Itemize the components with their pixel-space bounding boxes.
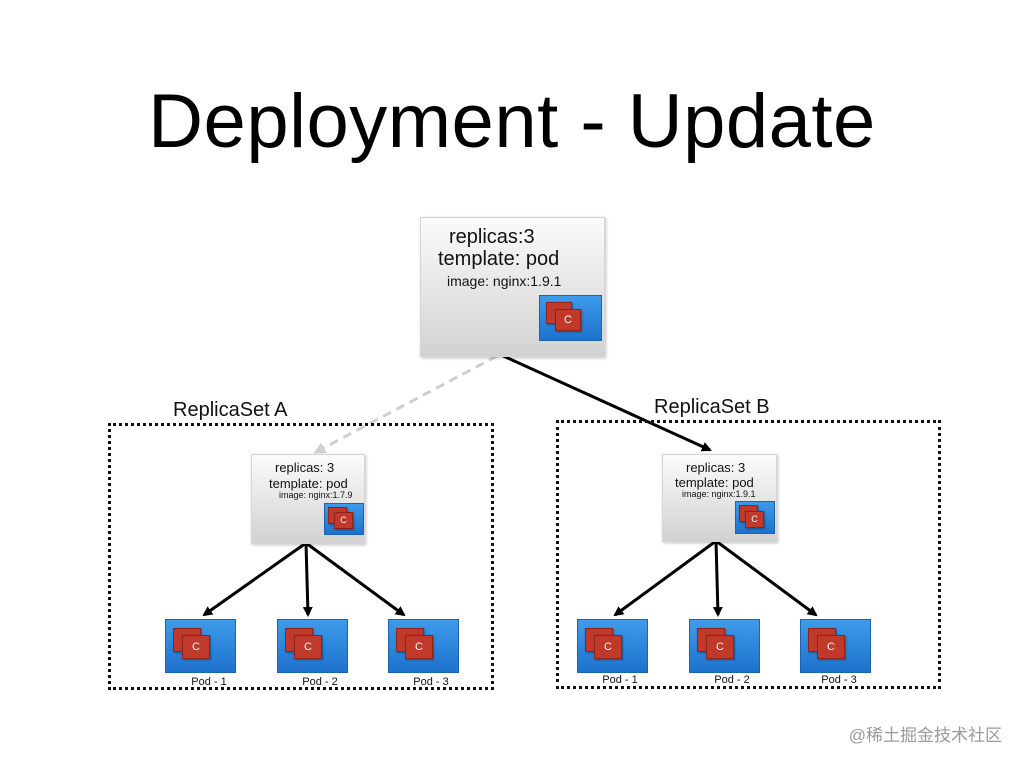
rsb-pod2-arrow [712,540,723,617]
pod-b1: C [577,619,648,673]
deployment-template: template: pod [438,248,560,270]
pod-b2-label: Pod - 2 [714,674,750,686]
replicaset-a-container-box: C [324,503,364,535]
pod-a2: C [277,619,348,673]
replicaset-b-image: image: nginx:1.9.1 [682,489,756,499]
replicaset-b-frame [556,420,941,689]
pod-a1-label: Pod - 1 [191,676,227,688]
rsa-pod1-arrow [202,541,307,617]
container-icon: C [706,635,734,659]
deployment-card: replicas:3 template: pod image: nginx:1.… [420,217,605,357]
slide-title: Deployment - Update [148,79,876,164]
replicaset-a-frame [108,423,494,690]
container-icon: C [334,512,353,529]
replicaset-b-card: replicas: 3 template: pod image: nginx:1… [662,454,777,542]
replicaset-b-template: template: pod [675,475,754,490]
container-icon: C [745,511,764,528]
replicaset-b-replicas: replicas: 3 [686,460,746,475]
rsb-pod3-arrow [715,539,818,617]
pod-a2-label: Pod - 2 [302,676,338,688]
deployment-container-box: C [539,295,602,341]
container-icon: C [555,309,581,331]
replicaset-a-image: image: nginx:1.7.9 [279,490,353,500]
pod-b3: C [800,619,871,673]
replicaset-a-template: template: pod [269,476,348,491]
container-icon: C [817,635,845,659]
pod-a1: C [165,619,236,673]
container-icon: C [294,635,322,659]
pod-b2: C [689,619,760,673]
replicaset-a-replicas: replicas: 3 [275,460,335,475]
replicaset-a-label: ReplicaSet A [173,399,288,421]
old-rollout-arrow [313,354,498,454]
new-rollout-arrow [498,352,712,452]
replicaset-a-card: replicas: 3 template: pod image: nginx:1… [251,454,365,544]
container-icon: C [405,635,433,659]
rsa-pod3-arrow [305,541,406,617]
deployment-image: image: nginx:1.9.1 [447,273,562,289]
pod-a3: C [388,619,459,673]
replicaset-b-container-box: C [735,501,775,534]
watermark: @稀土掘金技术社区 [848,726,1002,745]
replicaset-b-label: ReplicaSet B [654,396,770,418]
deployment-replicas: replicas:3 [449,226,535,248]
pod-b3-label: Pod - 3 [821,674,857,686]
rsb-pod1-arrow [613,539,717,617]
container-icon: C [594,635,622,659]
pod-b1-label: Pod - 1 [602,674,638,686]
pod-a3-label: Pod - 3 [413,676,449,688]
rsa-pod2-arrow [302,542,313,617]
container-icon: C [182,635,210,659]
